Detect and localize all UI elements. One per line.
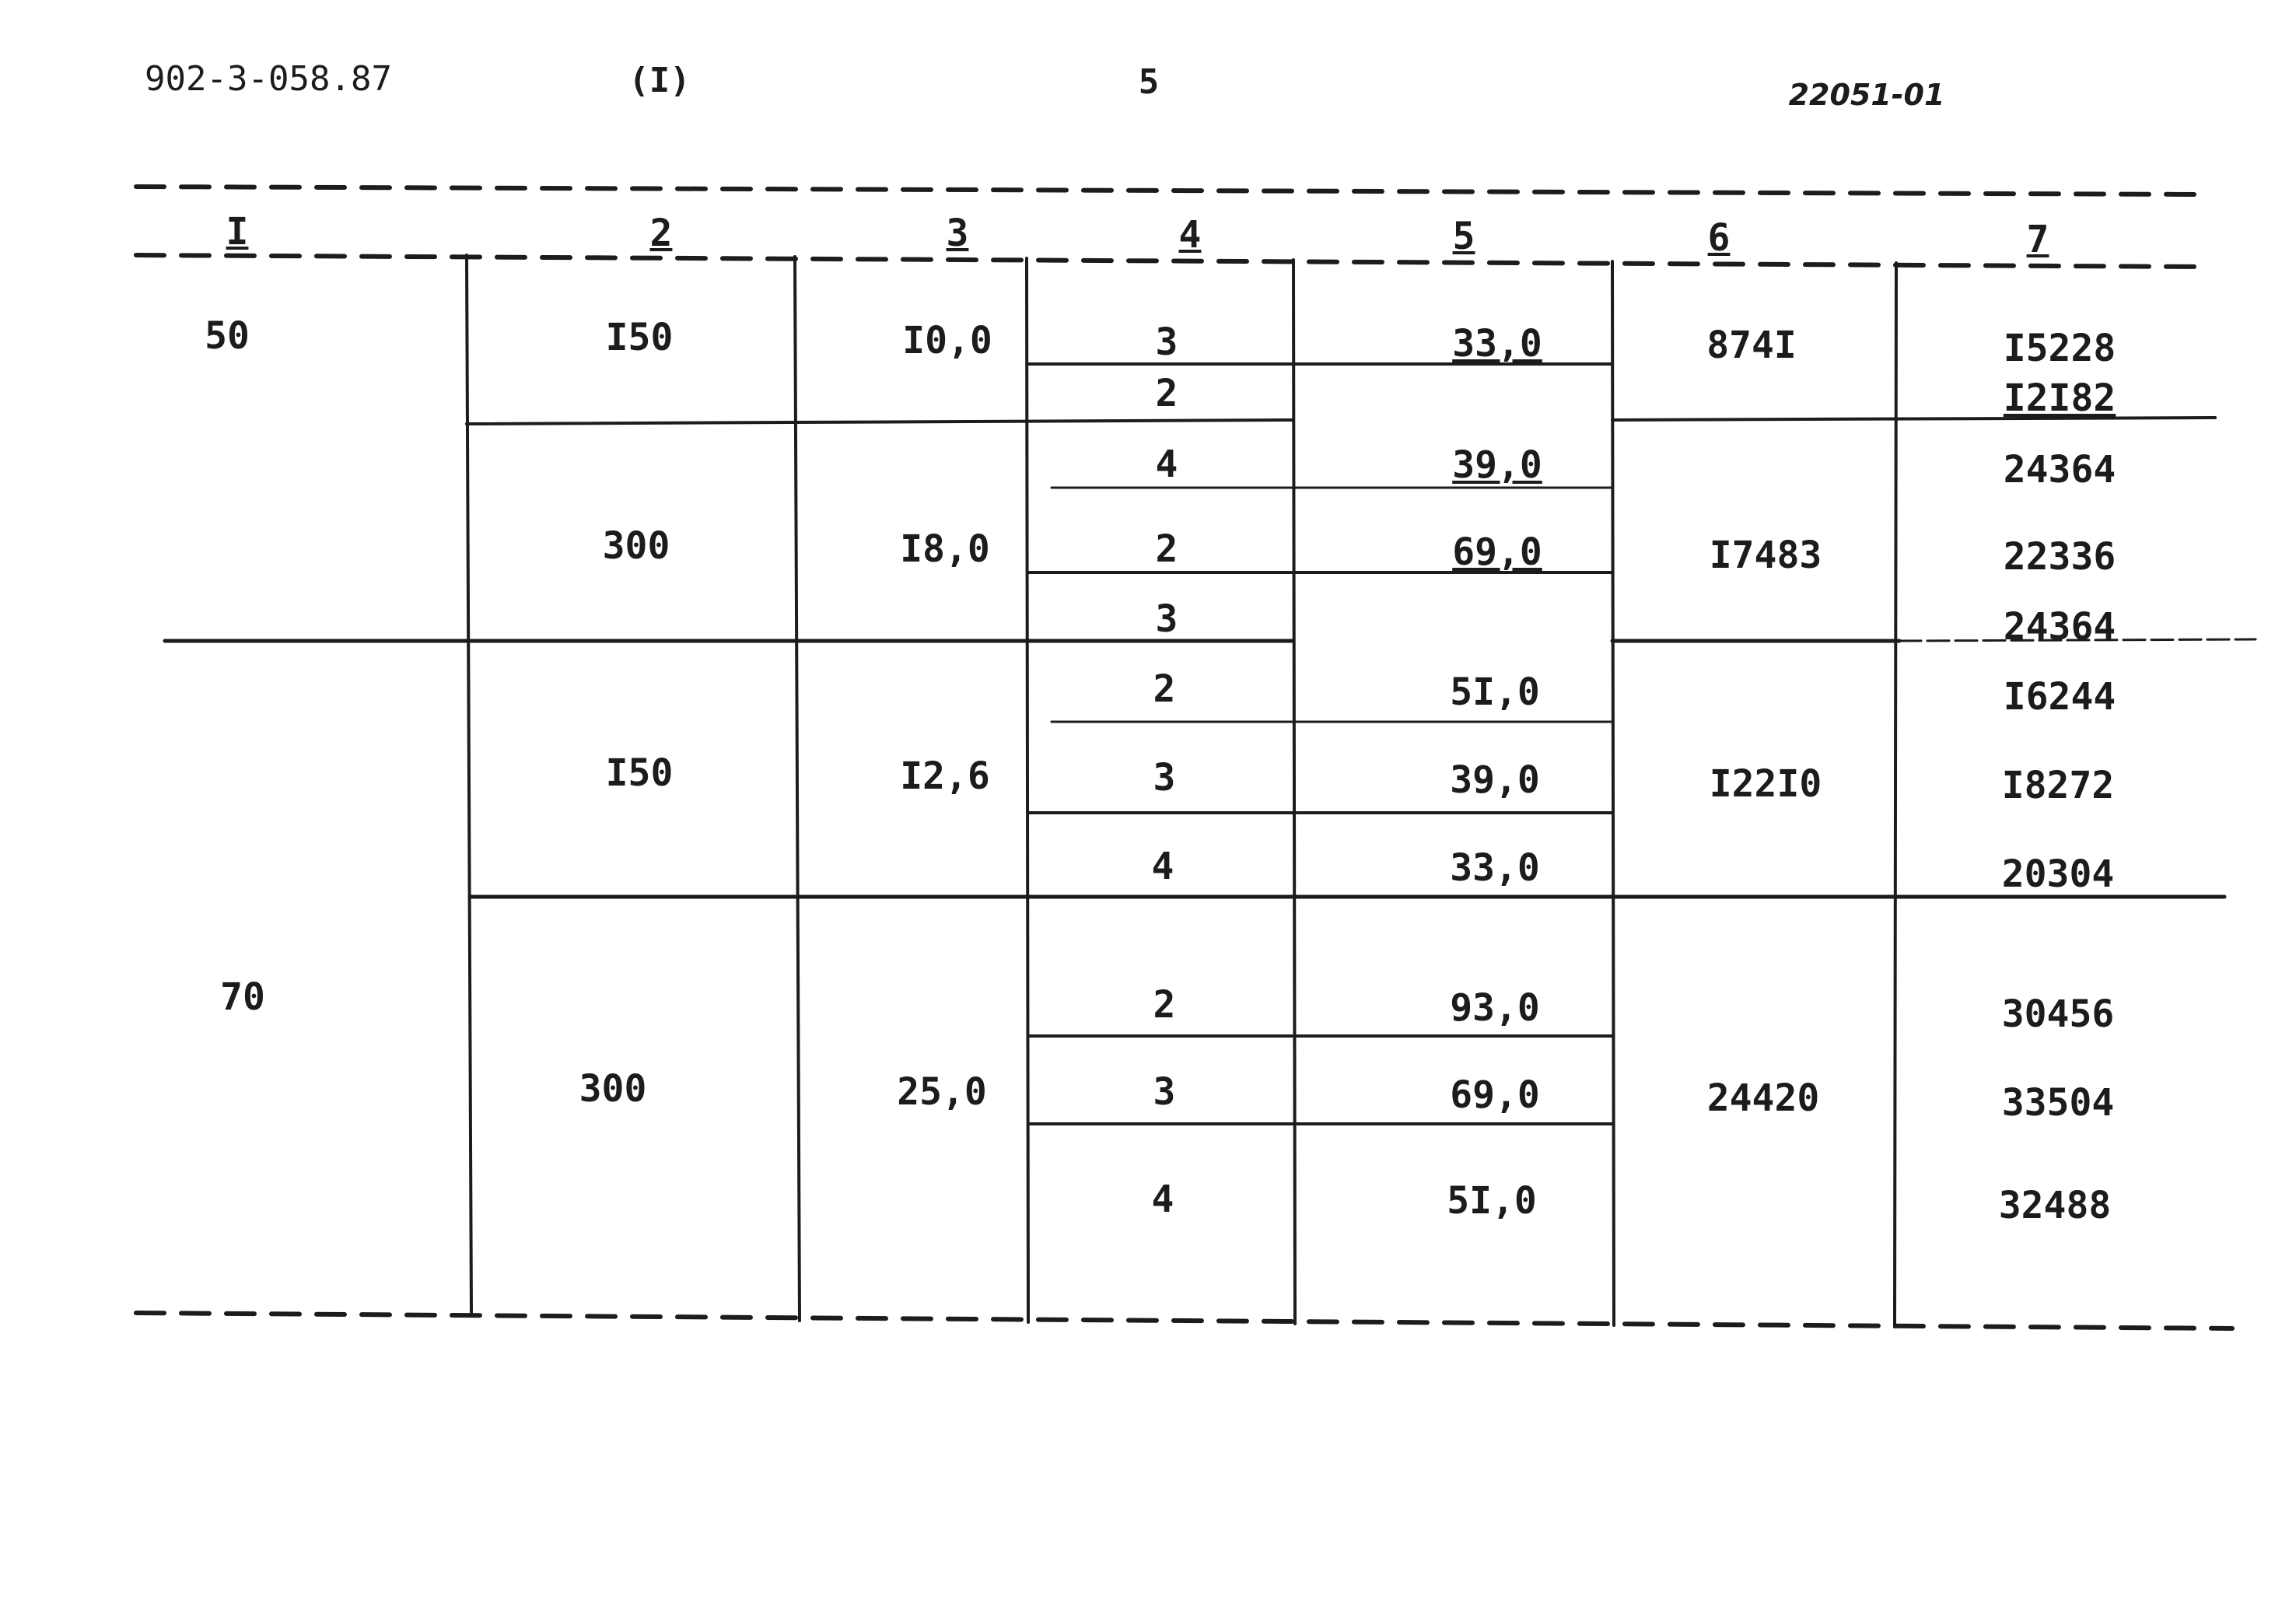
column-number-7: 7	[2026, 218, 2049, 261]
table-cell: 874I	[1706, 324, 1797, 367]
table-cell: 69,0	[1450, 1073, 1540, 1117]
table-cell: I0,0	[902, 319, 992, 362]
col-separator-2	[793, 255, 801, 1322]
table-cell: I50	[605, 316, 674, 359]
table-cell: I2I82	[2003, 376, 2116, 420]
table-cell: 70	[220, 975, 265, 1019]
column-number-6: 6	[1707, 216, 1731, 260]
dashed-bottom-border	[134, 1311, 2235, 1331]
table-cell: 3	[1153, 756, 1176, 800]
table-cell: I8272	[2001, 764, 2115, 807]
column-number-5: 5	[1452, 215, 1475, 258]
page-number: 5	[1138, 62, 1160, 102]
table-cell: 3	[1155, 597, 1178, 641]
table-cell: 20304	[2001, 852, 2115, 896]
table-cell: 32488	[1998, 1184, 2112, 1227]
col-separator-1	[465, 254, 473, 1318]
table-cell: 4	[1151, 1178, 1174, 1221]
table-cell: 39,0	[1450, 758, 1540, 802]
table-cell: 33504	[2001, 1081, 2115, 1125]
table-cell: 300	[579, 1067, 647, 1111]
table-cell: 69,0	[1452, 530, 1542, 574]
col-separator-3	[1025, 257, 1030, 1324]
table-cell: I8,0	[900, 527, 990, 571]
column-number-3: 3	[946, 212, 969, 255]
table-cell: 33,0	[1452, 322, 1542, 366]
table-cell: 4	[1151, 845, 1174, 888]
table-cell: 2	[1153, 667, 1176, 711]
table-cell: I7483	[1709, 534, 1822, 577]
dashed-header-border	[134, 253, 2207, 269]
column-number-1: I	[226, 210, 249, 254]
table-cell: I5228	[2003, 327, 2116, 370]
table-cell: 93,0	[1450, 986, 1540, 1030]
table-cell: I2,6	[900, 754, 990, 798]
section-marker: (I)	[628, 61, 691, 100]
col-separator-4	[1292, 258, 1297, 1325]
table-cell: 24364	[2003, 448, 2116, 492]
table-cell: 30456	[2001, 992, 2115, 1036]
table-cell: 24364	[2003, 605, 2116, 649]
table-cell: 24420	[1706, 1076, 1820, 1120]
column-number-4: 4	[1178, 213, 1202, 257]
table-cell: 50	[205, 314, 250, 358]
table-cell: 4	[1155, 443, 1178, 486]
table-cell: I50	[605, 751, 674, 795]
table-cell: 39,0	[1452, 443, 1542, 487]
table-cell: I6244	[2003, 675, 2116, 719]
table-cell: 2	[1155, 372, 1178, 415]
table-cell: 300	[602, 524, 670, 568]
document-code: 902-3-058.87	[145, 59, 392, 99]
table-cell: 3	[1155, 320, 1178, 364]
table-cell: 5I,0	[1447, 1179, 1537, 1223]
table-cell: 33,0	[1450, 846, 1540, 890]
sheet-code: 22051-01	[1788, 78, 1945, 112]
table-cell: 2	[1155, 527, 1178, 571]
table-cell: I22I0	[1709, 762, 1822, 806]
col-separator-5	[1611, 260, 1615, 1327]
dashed-top-border	[134, 184, 2207, 197]
table-cell: 22336	[2003, 535, 2116, 579]
table-cell: 25,0	[897, 1070, 987, 1114]
table-cell: 2	[1153, 983, 1176, 1027]
column-number-2: 2	[649, 212, 673, 255]
table-cell: 3	[1153, 1070, 1176, 1114]
table-cell: 5I,0	[1450, 670, 1540, 714]
col-separator-6	[1893, 261, 1898, 1328]
